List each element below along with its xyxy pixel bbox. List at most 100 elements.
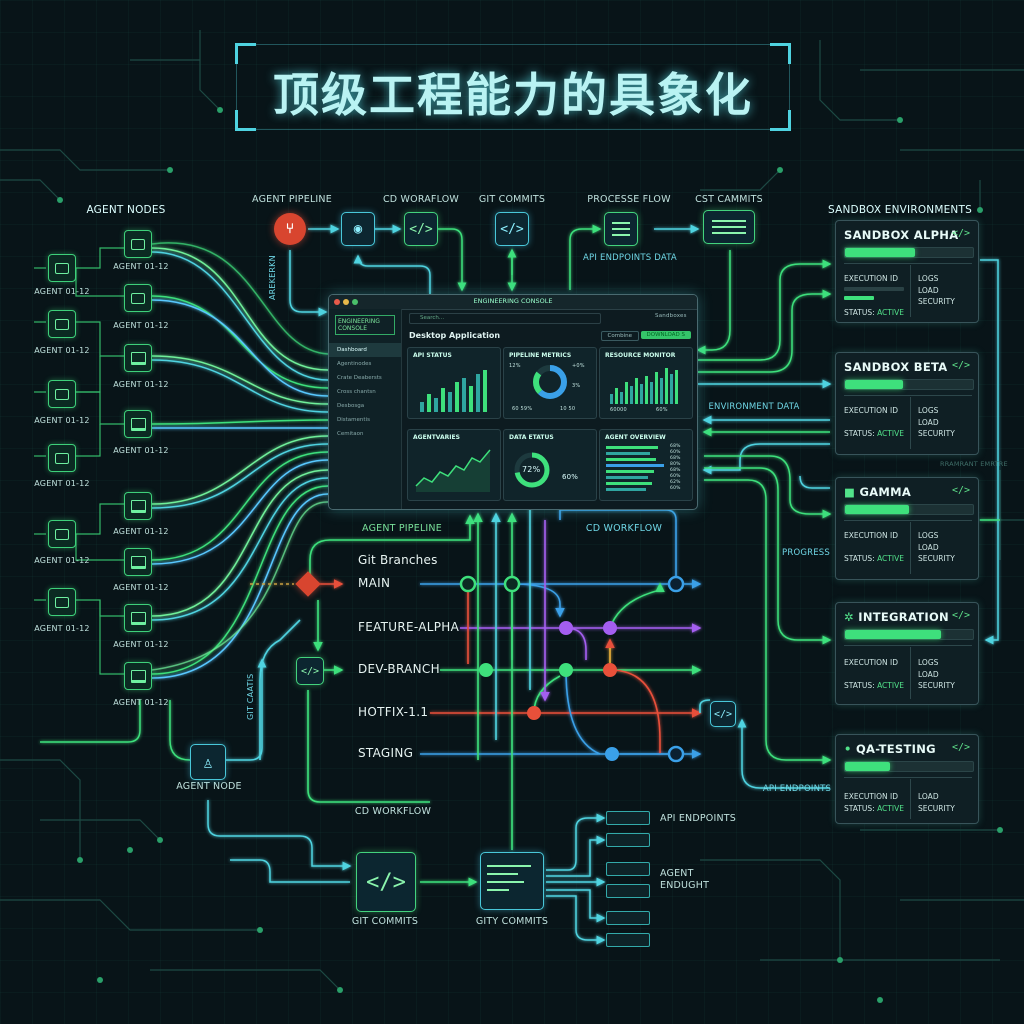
- git-branches-label: Git Branches: [358, 553, 438, 567]
- nav-cemitaon[interactable]: Cemitaon: [337, 431, 364, 437]
- endpoint-file[interactable]: [606, 933, 650, 947]
- nav-agentinodes[interactable]: Agentinodes: [337, 361, 372, 367]
- logs-label[interactable]: LOGS: [918, 658, 939, 667]
- api-endpoints-bottom-label: API ENDPOINTS: [660, 813, 737, 824]
- github-icon[interactable]: ◉: [341, 212, 375, 246]
- agent-node[interactable]: [48, 588, 76, 616]
- execution-id-label: EXECUTION ID: [844, 792, 899, 801]
- dot-icon: ■: [844, 485, 860, 499]
- git-branch-icon[interactable]: ⑂: [274, 213, 306, 245]
- document-list-icon[interactable]: [703, 210, 755, 244]
- agent-overview-bars: [606, 446, 664, 491]
- page-title: 顶级工程能力的具象化: [273, 68, 753, 122]
- panel-title: DATA ETATUS: [509, 434, 554, 441]
- pipeline-metrics-panel: PIPELINE METRICS 12% +0% 3% 60 59% 10 50: [503, 347, 597, 419]
- nav-dashboard[interactable]: Dashboard: [329, 343, 401, 357]
- logs-label[interactable]: LOGS: [918, 531, 939, 540]
- integration-card[interactable]: ✲ INTEGRATION </> EXECUTION ID STATUS: A…: [835, 602, 979, 705]
- branch-feature-alpha-label[interactable]: FEATURE-ALPHA: [358, 620, 460, 634]
- agent-node[interactable]: [48, 310, 76, 338]
- overview-value: 68%: [670, 468, 681, 473]
- agent-node[interactable]: [124, 230, 152, 258]
- download-button[interactable]: DOWNLOAD S: [640, 331, 691, 339]
- qa-testing-card[interactable]: • QA-TESTING </> EXECUTION ID STATUS: AC…: [835, 734, 979, 824]
- overview-value: 60%: [670, 486, 681, 491]
- nav-desbosga[interactable]: Desbosga: [337, 403, 365, 409]
- monitor-icon: [130, 499, 146, 513]
- chip-icon: [131, 238, 145, 250]
- agent-line-chart: [415, 449, 491, 492]
- agent-node[interactable]: [124, 284, 152, 312]
- logs-label[interactable]: LOGS: [918, 274, 939, 283]
- panel-title: RESOURCE MONITOR: [605, 352, 676, 359]
- endpoint-file[interactable]: [606, 862, 650, 876]
- code-icon[interactable]: </>: [495, 212, 529, 246]
- branch-main-label[interactable]: MAIN: [358, 576, 391, 590]
- endpoint-file[interactable]: [606, 884, 650, 898]
- git-branch-lines: [250, 508, 711, 850]
- sandbox-environments-label: SANDBOX ENVIRONMENTS: [828, 204, 972, 216]
- security-label: SECURITY: [918, 429, 955, 438]
- endpoint-file[interactable]: [606, 833, 650, 847]
- combine-dropdown[interactable]: Combine: [600, 331, 639, 341]
- panel-title: AGENTVARIES: [413, 434, 460, 441]
- pipeline-donut: [533, 365, 567, 399]
- code-icon[interactable]: </>: [404, 212, 438, 246]
- chip-icon: [55, 452, 69, 464]
- code-icon: </>: [951, 360, 970, 371]
- terminal-lines: [487, 865, 531, 891]
- code-icon[interactable]: </>: [296, 657, 324, 685]
- metric-value: 10 50: [560, 406, 576, 412]
- logs-label[interactable]: LOGS: [918, 406, 939, 415]
- agent-node[interactable]: [124, 662, 152, 690]
- monitor-icon: [130, 669, 146, 683]
- robot-icon[interactable]: ♙: [190, 744, 226, 780]
- circuit-pads: [57, 107, 1003, 1003]
- panel-title: PIPELINE METRICS: [509, 352, 572, 359]
- agent-node-label: AGENT 01-12: [113, 698, 169, 707]
- agent-node[interactable]: [124, 410, 152, 438]
- nav-cross-chantsn[interactable]: Cross chantsn: [337, 389, 376, 395]
- agent-node[interactable]: [48, 380, 76, 408]
- progress-label: PROGRESS: [782, 548, 830, 558]
- top-pipeline-wires: [289, 224, 731, 355]
- code-icon[interactable]: </>: [710, 701, 736, 727]
- security-label: SECURITY: [918, 804, 955, 813]
- sandbox-beta-card[interactable]: SANDBOX BETA </> EXECUTION ID STATUS: AC…: [835, 352, 979, 455]
- agent-node[interactable]: [48, 444, 76, 472]
- dot-icon: •: [844, 742, 856, 756]
- code-icon: </>: [951, 742, 970, 753]
- sandbox-name: SANDBOX BETA: [844, 360, 948, 374]
- endpoint-file[interactable]: [606, 911, 650, 925]
- console-sidebar: ENGINEERING CONSOLE Dashboard Agentinode…: [329, 309, 402, 509]
- api-status-chart: [420, 370, 487, 412]
- agent-node[interactable]: [124, 344, 152, 372]
- gamma-card[interactable]: ■ GAMMA </> EXECUTION ID STATUS: ACTIVE …: [835, 477, 979, 580]
- sandboxes-menu[interactable]: Sandboxes: [655, 313, 687, 319]
- code-icon: </>: [951, 485, 970, 496]
- agent-node[interactable]: [124, 548, 152, 576]
- agent-node[interactable]: [48, 254, 76, 282]
- bottom-flow-wires: [40, 658, 606, 945]
- monitor-icon: [130, 417, 146, 431]
- minimize-window-button[interactable]: [343, 299, 349, 305]
- nav-distamentis[interactable]: Distamentis: [337, 417, 370, 423]
- branch-dev-label[interactable]: DEV-BRANCH: [358, 662, 440, 676]
- console-search-input[interactable]: Search...: [409, 313, 601, 324]
- agent-node[interactable]: [48, 520, 76, 548]
- code-icon[interactable]: </>: [356, 852, 416, 912]
- branch-staging-label[interactable]: STAGING: [358, 746, 414, 760]
- cd-workflow-top-label: CD WORAFLOW: [382, 194, 460, 205]
- endpoint-file[interactable]: [606, 811, 650, 825]
- maximize-window-button[interactable]: [352, 299, 358, 305]
- agent-node[interactable]: [124, 492, 152, 520]
- close-window-button[interactable]: [334, 299, 340, 305]
- metric-value: 60 59%: [512, 406, 533, 412]
- sandbox-alpha-card[interactable]: SANDBOX ALPHA </> EXECUTION ID STATUS: A…: [835, 220, 979, 323]
- status-label: STATUS: ACTIVE: [844, 804, 904, 813]
- branch-hotfix-label[interactable]: HOTFIX-1.1: [358, 705, 429, 719]
- nav-crate-deabersts[interactable]: Crate Deabersts: [337, 375, 382, 381]
- document-icon[interactable]: [604, 212, 638, 246]
- agent-node[interactable]: [124, 604, 152, 632]
- terminal-icon[interactable]: [480, 852, 544, 910]
